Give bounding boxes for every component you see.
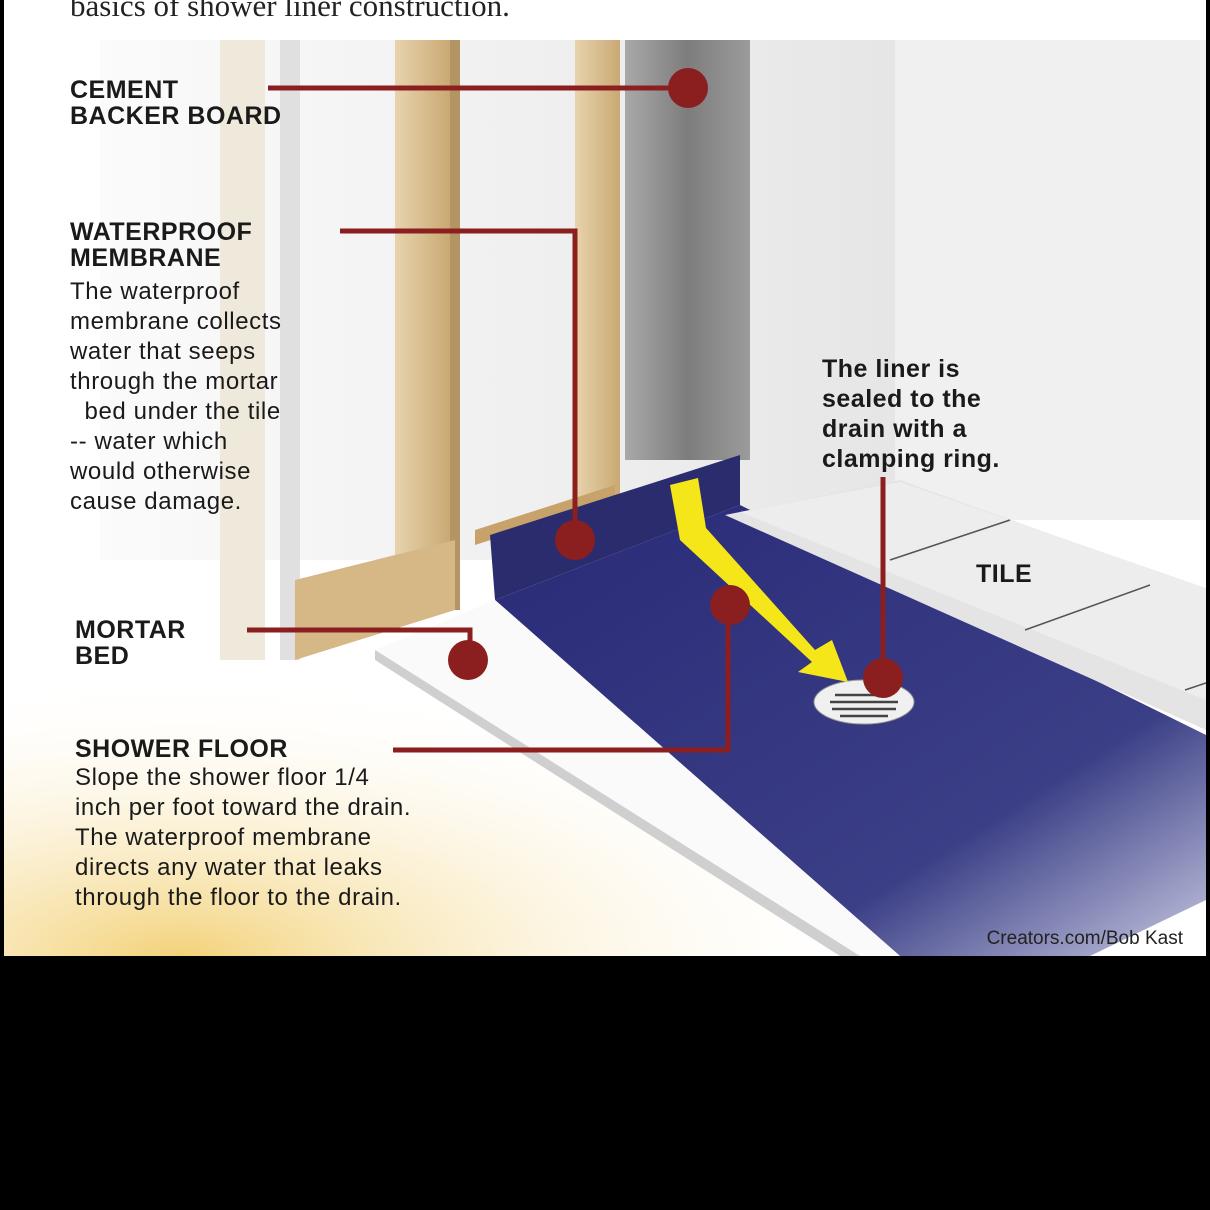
diagram-panel: basics of shower liner construction. — [4, 0, 1206, 956]
shower-floor-description: Slope the shower floor 1/4 inch per foot… — [75, 764, 412, 911]
side-wall — [895, 40, 1206, 520]
callout-dot-membrane — [555, 520, 595, 560]
label-mortar-bed: MORTAR BED — [75, 616, 186, 670]
waterproof-membrane-floor — [495, 505, 1206, 956]
callout-dot-liner — [863, 658, 903, 698]
tiles — [740, 482, 1206, 700]
floor-glow — [4, 600, 900, 956]
cement-backer-board — [625, 40, 750, 460]
credit: Creators.com/Bob Kast — [986, 928, 1183, 949]
stud-left — [220, 40, 265, 660]
stud-left-edge — [280, 40, 300, 660]
membrane-description: The waterproof membrane collects water t… — [70, 278, 282, 515]
mortar-bed — [375, 600, 900, 956]
stud-right — [575, 40, 620, 520]
callout-dot-mortar — [448, 640, 488, 680]
label-tile: TILE — [976, 560, 1033, 588]
label-cement-backer-board: CEMENT BACKER BOARD — [70, 76, 282, 130]
water-flow-arrow-icon — [670, 478, 848, 682]
caption: basics of shower liner construction. — [70, 0, 510, 23]
label-liner-drain: The liner is sealed to the drain with a … — [822, 355, 1000, 473]
shower-illustration — [4, 40, 1206, 956]
callout-dot-floor — [710, 585, 750, 625]
label-waterproof-membrane: WATERPROOF MEMBRANE — [70, 218, 253, 272]
stud — [395, 40, 450, 610]
stud-edge — [450, 40, 460, 610]
callout-dot-cement — [668, 68, 708, 108]
label-shower-floor: SHOWER FLOOR — [75, 735, 288, 763]
